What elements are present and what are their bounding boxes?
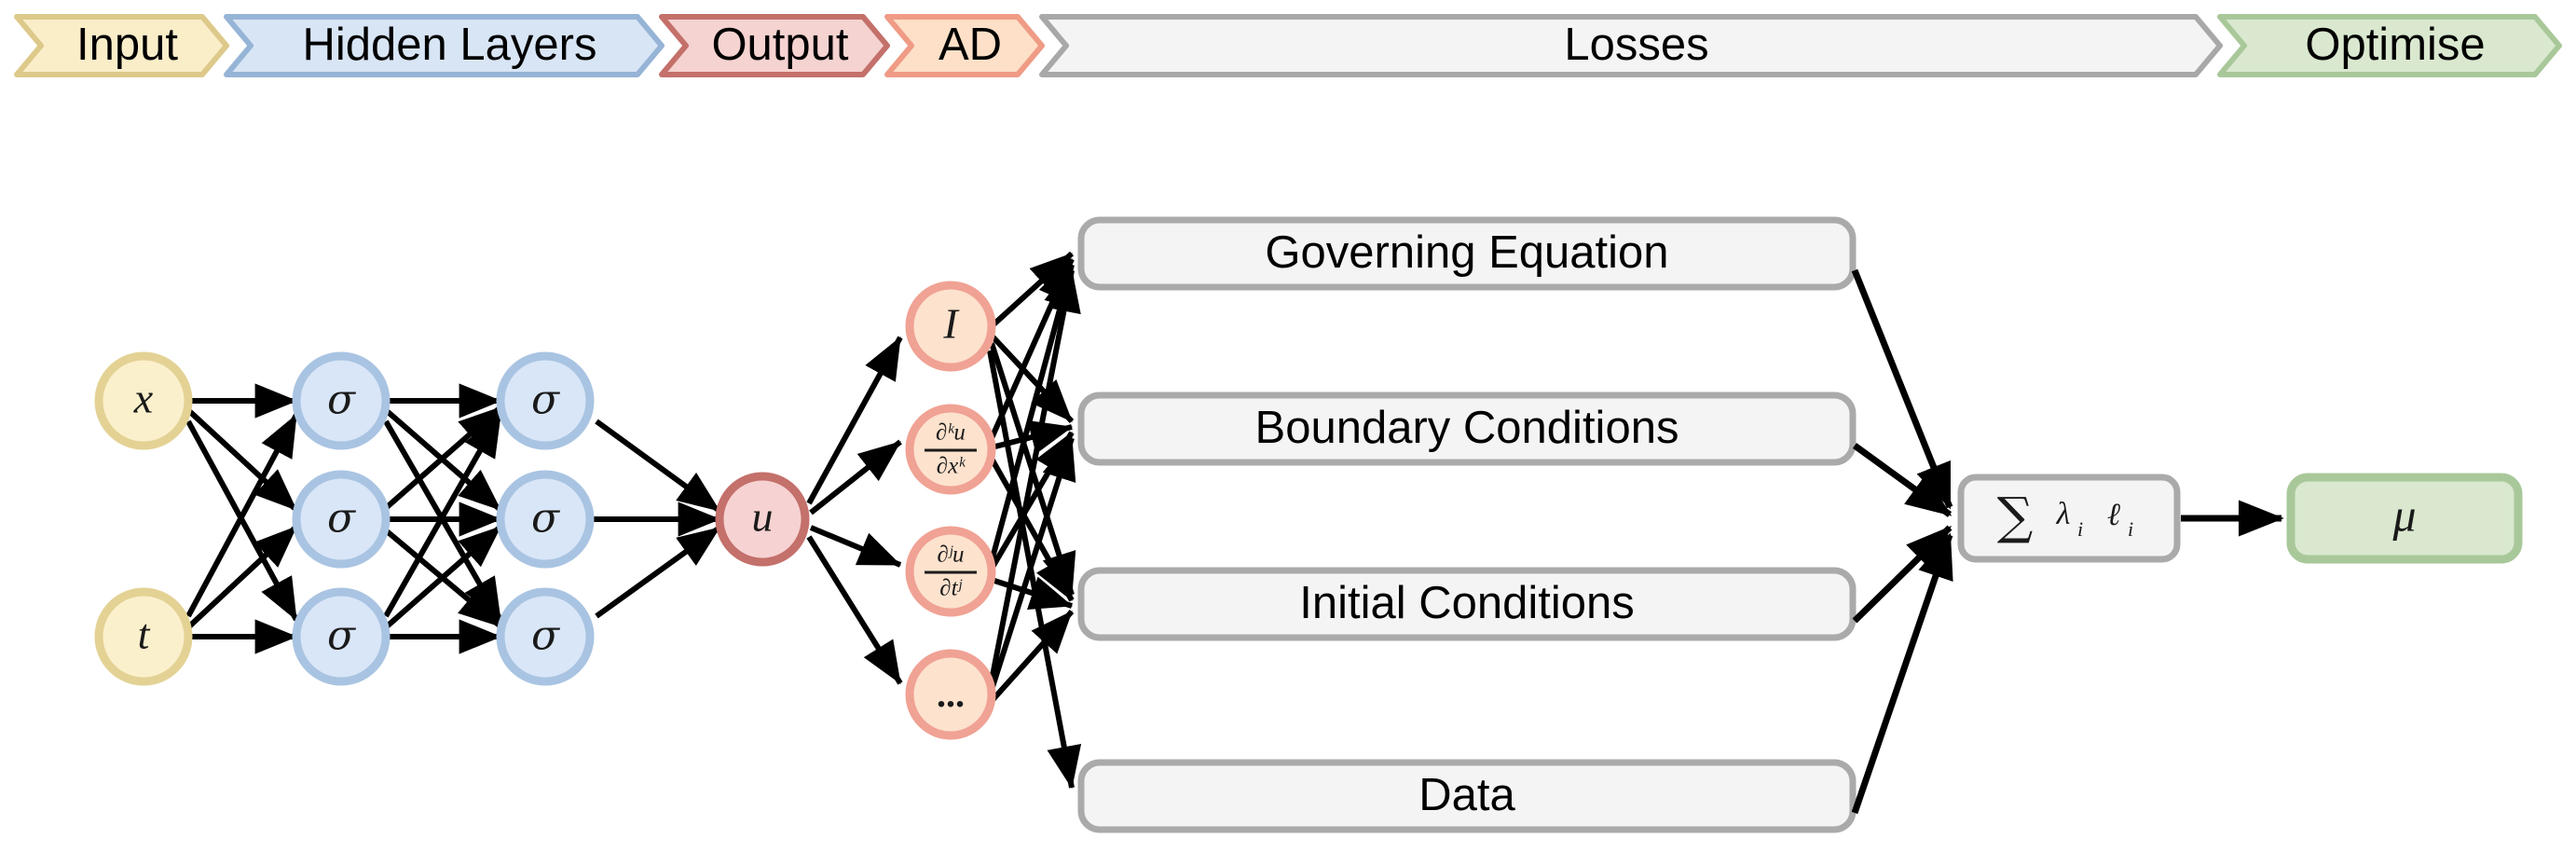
- lambda-symbol: λ: [2056, 497, 2071, 531]
- output-node-label: u: [752, 493, 774, 541]
- output-node-circle: [715, 472, 810, 567]
- pipeline-stage-label: Input: [76, 20, 178, 70]
- loss-box-label: Initial Conditions: [1299, 578, 1635, 628]
- pipeline-stage-label: Hidden Layers: [303, 20, 597, 70]
- ad-node-denominator: ∂tʲ: [939, 576, 962, 601]
- pipeline-stage-input: [14, 14, 229, 77]
- ad-node-numerator: ∂ᵏu: [936, 420, 966, 446]
- pipeline-stage-label: Optimise: [2305, 20, 2485, 70]
- hidden1-node-label: σ: [327, 377, 357, 424]
- input-node-circle: [94, 587, 193, 686]
- ad-node-numerator: ∂ʲu: [938, 543, 965, 568]
- edges-hidden2-to-output: [590, 419, 721, 619]
- edges-input-to-hidden1: [185, 383, 299, 654]
- ad-node-label: I: [942, 300, 960, 348]
- aggregator-rect: [1957, 474, 2181, 563]
- pipeline-stage-losses: [1039, 14, 2223, 77]
- edges-output-to-ad: [806, 336, 903, 685]
- loss-subscript: i: [2128, 517, 2133, 541]
- input-node-circle: [94, 351, 193, 450]
- loss-box-boundary-conditions: [1077, 392, 1857, 466]
- mu-rect: [2286, 473, 2523, 564]
- pipeline-stage-label: Losses: [1564, 20, 1708, 70]
- pipeline-stage-output: [659, 14, 890, 77]
- hidden1-node-circle: [292, 587, 391, 686]
- ad-node-denominator: ∂xᵏ: [937, 454, 966, 479]
- input-node-label: t: [138, 611, 151, 658]
- optimise-output-box: μ: [2286, 473, 2523, 564]
- loss-box-data: [1077, 759, 1857, 833]
- ad-node-circle: [905, 281, 996, 372]
- ad-node-label: ...: [937, 673, 965, 715]
- loss-box-governing-equation: [1077, 216, 1857, 291]
- edges-hidden1-to-hidden2: [383, 383, 503, 654]
- hidden1-node-label: σ: [327, 495, 357, 543]
- pipeline-stage-label: Output: [711, 20, 848, 70]
- loss-box-initial-conditions: [1077, 567, 1857, 641]
- sum-symbol: ∑: [1997, 487, 2034, 545]
- hidden2-node-circle: [496, 351, 595, 450]
- hidden1-node-label: σ: [327, 612, 357, 660]
- input-node-label: x: [133, 375, 154, 422]
- hidden1-node-circle: [292, 470, 391, 569]
- edges-ad-to-losses: [987, 251, 1082, 790]
- hidden1-node-circle: [292, 351, 391, 450]
- loss-box-label: Data: [1418, 770, 1515, 820]
- pipeline-stage-hidden-layers: [224, 14, 665, 77]
- pipeline-stage-label: AD: [939, 20, 1002, 70]
- pipeline-stage-ad: [884, 14, 1045, 77]
- loss-box-label: Boundary Conditions: [1255, 403, 1679, 453]
- hidden2-node-label: σ: [531, 495, 561, 543]
- lambda-subscript: i: [2077, 517, 2083, 541]
- ad-node-circle: [905, 649, 996, 740]
- edges-losses-to-aggregator: [1851, 268, 1953, 815]
- hidden2-node-label: σ: [531, 377, 561, 424]
- network-nodes: x t σ σ σ σ σ σ u I ∂ᵏu ∂xᵏ ∂ʲu ∂tʲ...: [94, 281, 996, 740]
- loss-box-label: Governing Equation: [1265, 227, 1668, 278]
- loss-symbol: ℓ: [2107, 496, 2120, 533]
- mu-label: μ: [2391, 488, 2416, 541]
- hidden2-node-label: σ: [531, 612, 561, 660]
- hidden2-node-circle: [496, 470, 595, 569]
- hidden2-node-circle: [496, 587, 595, 686]
- pipeline-stage-optimise: [2217, 14, 2562, 77]
- pipeline-banner: Input Hidden Layers Output AD Losses Optimise: [14, 14, 2562, 77]
